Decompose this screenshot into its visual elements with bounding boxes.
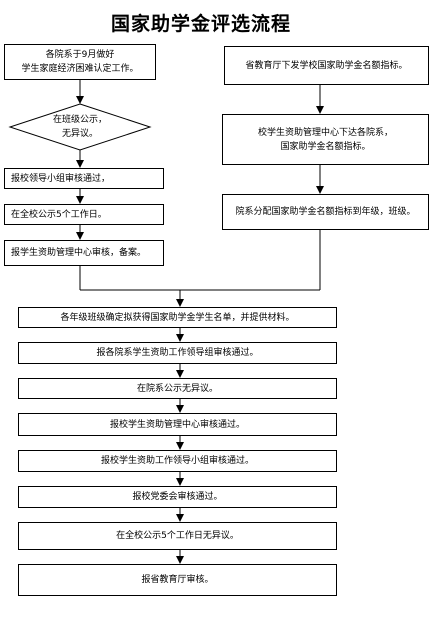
- start-box-line-2: 学生家庭经济困难认定工作。: [21, 64, 139, 74]
- main-step-6-label: 报校党委会审核通过。: [132, 492, 223, 502]
- main-step-1-box: 各年级班级确定拟获得国家助学金学生名单，并提供材料。: [18, 307, 337, 328]
- step-center-allocate-line-1: 校学生资助管理中心下达各院系，: [257, 127, 393, 138]
- decision-line-2: 无异议。: [61, 129, 98, 139]
- main-step-8-label: 报省教育厅审核。: [141, 575, 214, 585]
- main-step-1-label: 各年级班级确定拟获得国家助学金学生名单，并提供材料。: [60, 312, 295, 323]
- page-title: 国家助学金评选流程: [110, 13, 291, 35]
- step-publicize-school-label: 在全校公示5个工作日。: [11, 209, 107, 220]
- step-department-allocate-box: 院系分配国家助学金名额指标到年级，班级。: [222, 194, 429, 230]
- step-province-label: 省教育厅下发学校国家助学金名额指标。: [245, 60, 408, 71]
- step-center-allocate-box: 校学生资助管理中心下达各院系， 国家助学金名额指标。: [222, 114, 429, 165]
- decision-line-1: 在班级公示，: [52, 115, 107, 125]
- step-department-allocate-label: 院系分配国家助学金名额指标到年级，班级。: [235, 207, 416, 217]
- start-box: 各院系于9月做好 学生家庭经济困难认定工作。: [4, 44, 156, 80]
- main-step-2-box: 报各院系学生资助工作领导组审核通过。: [18, 342, 337, 364]
- main-step-7-label: 在全校公示5个工作日无异议。: [116, 531, 239, 541]
- main-step-7-box: 在全校公示5个工作日无异议。: [18, 522, 337, 550]
- step-province-box: 省教育厅下发学校国家助学金名额指标。: [224, 46, 429, 85]
- main-step-3-box: 在院系公示无异议。: [18, 378, 337, 399]
- main-step-4-box: 报校学生资助管理中心审核通过。: [18, 413, 337, 436]
- decision-text: 在班级公示， 无异议。: [10, 112, 150, 142]
- main-step-5-box: 报校学生资助工作领导小组审核通过。: [18, 450, 337, 472]
- main-step-5-label: 报校学生资助工作领导小组审核通过。: [100, 456, 254, 466]
- step-center-record-box: 报学生资助管理中心审核，备案。: [4, 240, 164, 266]
- main-step-4-label: 报校学生资助管理中心审核通过。: [109, 419, 245, 430]
- step-publicize-school-box: 在全校公示5个工作日。: [4, 204, 164, 225]
- step-center-allocate-line-2: 国家助学金名额指标。: [280, 141, 371, 152]
- main-step-8-box: 报省教育厅审核。: [18, 564, 337, 596]
- main-step-6-box: 报校党委会审核通过。: [18, 486, 337, 508]
- main-step-2-label: 报各院系学生资助工作领导组审核通过。: [96, 348, 259, 358]
- step-leader-group-box: 报校领导小组审核通过，: [4, 168, 164, 189]
- main-step-3-label: 在院系公示无异议。: [136, 383, 218, 394]
- start-box-line-1: 各院系于9月做好: [45, 50, 115, 60]
- step-leader-group-label: 报校领导小组审核通过，: [11, 173, 111, 184]
- step-center-record-label: 报学生资助管理中心审核，备案。: [11, 248, 147, 258]
